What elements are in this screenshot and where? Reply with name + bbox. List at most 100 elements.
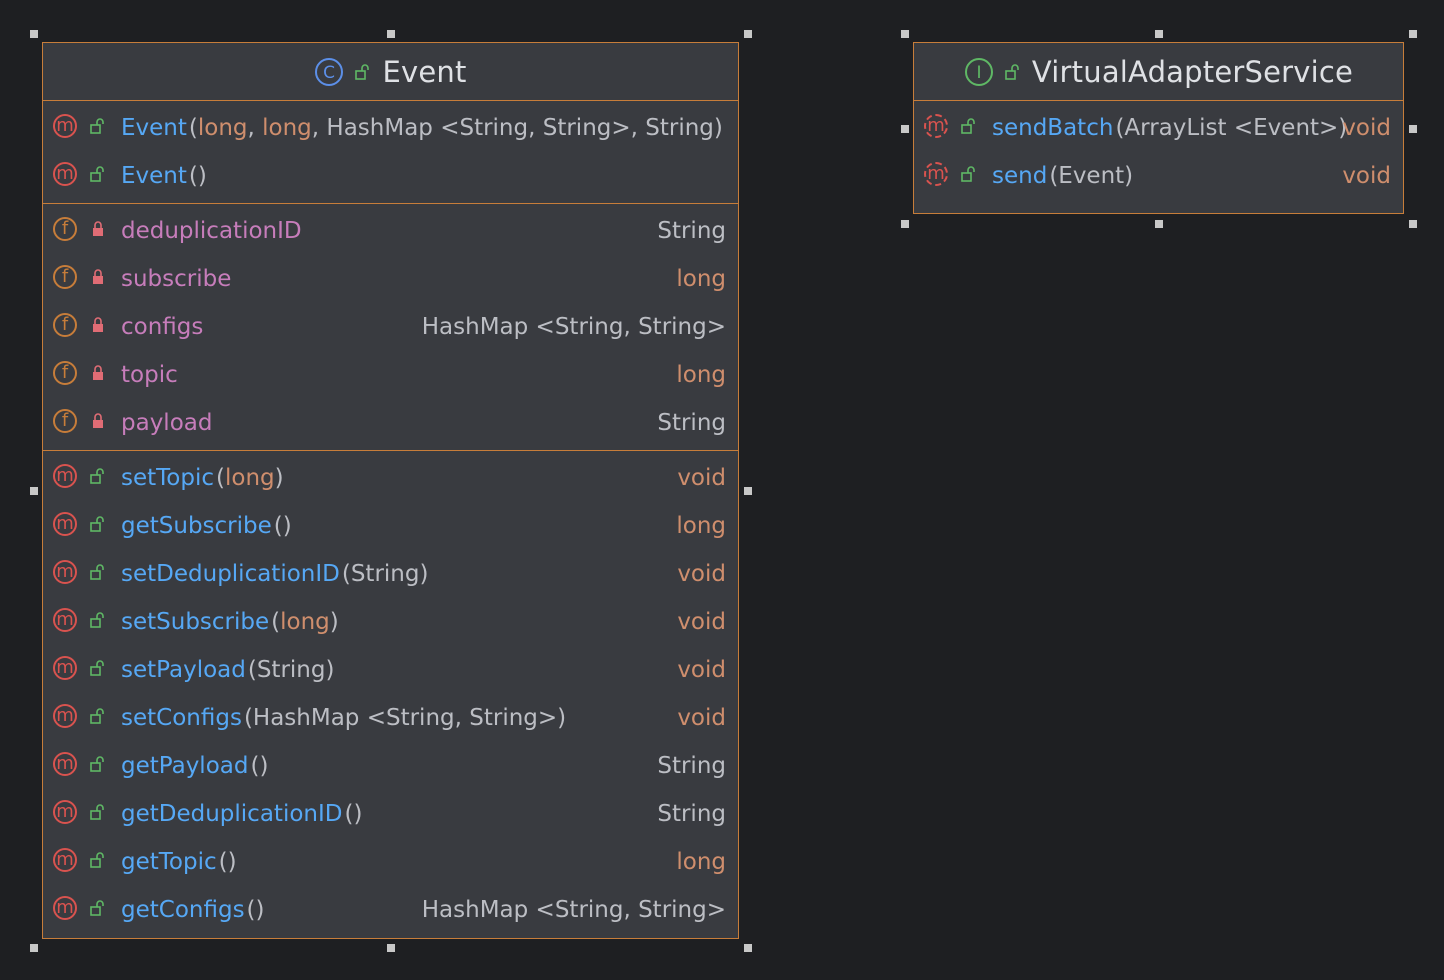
member-name: setSubscribe [121, 609, 270, 635]
param-token: long [280, 609, 330, 635]
resize-handle[interactable] [901, 125, 909, 133]
resize-handle[interactable] [744, 30, 752, 38]
member-signature: getSubscribe() [121, 513, 292, 539]
private-lock-icon [93, 317, 103, 332]
member-type: void [677, 657, 726, 683]
member-signature: getConfigs() [121, 897, 265, 923]
private-lock-icon [93, 221, 103, 236]
member-type: String [657, 801, 726, 827]
member-signature: deduplicationID [121, 218, 302, 244]
method-icon: m [53, 848, 77, 872]
public-lock-icon [90, 900, 104, 916]
member-params: (ArrayList <Event>) [1115, 115, 1347, 141]
member-type: void [1342, 163, 1391, 189]
member-name: getSubscribe [121, 513, 272, 539]
public-lock-icon [90, 756, 104, 772]
field-icon: f [53, 217, 77, 241]
resize-handle[interactable] [30, 944, 38, 952]
field-icon: f [53, 313, 77, 337]
method-row[interactable]: m setPayload(String) void [43, 646, 738, 694]
resize-handle[interactable] [901, 30, 909, 38]
param-token: () [273, 513, 292, 539]
method-icon: m [53, 704, 77, 728]
member-name: setDeduplicationID [121, 561, 340, 587]
method-icon: m [53, 656, 77, 680]
method-icon: m [53, 464, 77, 488]
member-type: void [677, 705, 726, 731]
member-type: void [677, 609, 726, 635]
member-type: String [657, 410, 726, 436]
member-signature: getDeduplicationID() [121, 801, 362, 827]
member-signature: Event(long, long, HashMap <String, Strin… [121, 115, 723, 141]
member-params: () [247, 897, 265, 923]
param-token: ( [216, 465, 225, 491]
member-params: (long, long, HashMap <String, String>, S… [189, 115, 723, 141]
resize-handle[interactable] [1409, 30, 1417, 38]
member-name: setTopic [121, 465, 214, 491]
member-signature: Event() [121, 163, 207, 189]
resize-handle[interactable] [1155, 30, 1163, 38]
member-type: HashMap <String, String> [421, 314, 726, 340]
resize-handle[interactable] [30, 487, 38, 495]
member-signature: setTopic(long) [121, 465, 284, 491]
public-lock-icon [90, 166, 104, 182]
member-params: (long) [216, 465, 284, 491]
resize-handle[interactable] [1409, 125, 1417, 133]
event-class-title: Event [382, 54, 467, 89]
member-name: setPayload [121, 657, 246, 683]
method-row[interactable]: m getConfigs() HashMap <String, String> [43, 886, 738, 934]
member-name: getTopic [121, 849, 217, 875]
member-params: (String) [248, 657, 335, 683]
resize-handle[interactable] [744, 487, 752, 495]
field-icon: f [53, 361, 77, 385]
resize-handle[interactable] [387, 944, 395, 952]
member-signature: subscribe [121, 266, 231, 292]
member-signature: getTopic() [121, 849, 237, 875]
public-lock-icon [90, 852, 104, 868]
member-signature: topic [121, 362, 178, 388]
svg-text:I: I [976, 63, 981, 83]
class-c-icon: C [315, 57, 344, 86]
public-lock-icon [1005, 63, 1019, 80]
member-name: sendBatch [992, 115, 1114, 141]
member-params: () [250, 753, 268, 779]
method-row[interactable]: m getTopic() long [43, 838, 738, 886]
member-name: Event [121, 163, 187, 189]
resize-handle[interactable] [30, 30, 38, 38]
method-icon: m [53, 512, 77, 536]
resize-handle[interactable] [1409, 220, 1417, 228]
resize-handle[interactable] [1155, 220, 1163, 228]
member-params: (String) [342, 561, 429, 587]
interface-i-icon: I [964, 57, 993, 86]
param-token: ) [274, 465, 284, 491]
method-icon: m [53, 752, 77, 776]
resize-handle[interactable] [744, 944, 752, 952]
member-type: long [676, 849, 726, 875]
svg-text:C: C [324, 63, 336, 83]
event-class-header: C Event [43, 43, 738, 101]
resize-handle[interactable] [901, 220, 909, 228]
member-type: HashMap <String, String> [421, 897, 726, 923]
method-icon: m [53, 896, 77, 920]
resize-handle[interactable] [387, 30, 395, 38]
